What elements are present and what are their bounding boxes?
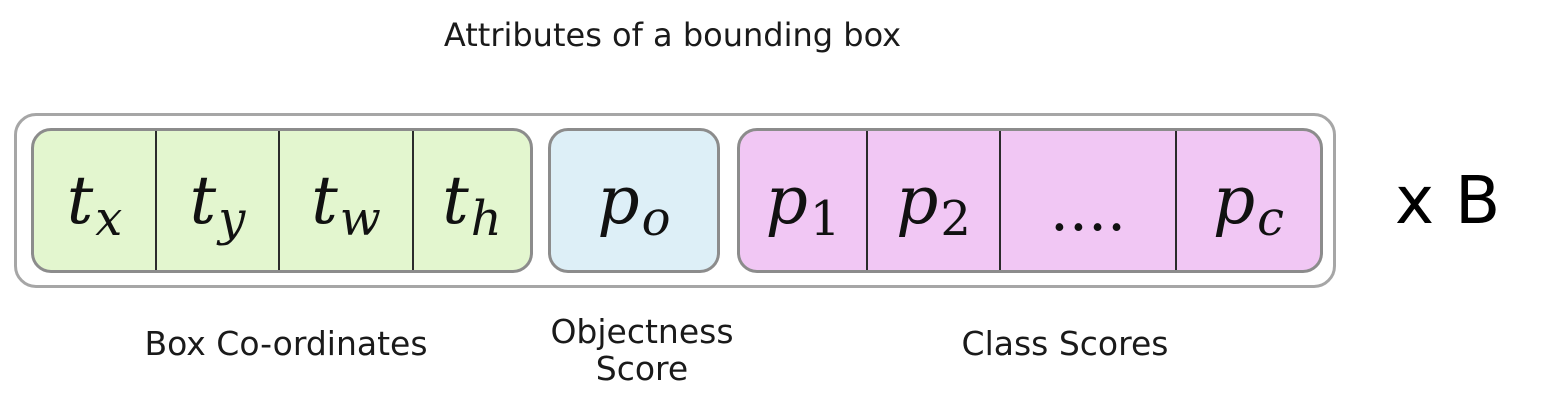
po-base: p [597,162,640,239]
pc-subscript: c [1257,190,1285,247]
tw-base: t [311,162,338,239]
ellipsis-text: .... [1049,174,1127,245]
th-subscript: h [470,190,502,247]
class-scores-label: Class Scores [961,324,1169,363]
p2-base: p [896,162,939,239]
p2-subscript: 2 [940,190,971,247]
ty-subscript: y [218,190,246,247]
ellipsis-cell: .... [999,131,1175,270]
th-base: t [442,162,469,239]
tx-base: t [66,162,94,239]
p1-base: p [765,162,808,239]
tx-subscript: x [95,190,123,247]
diagram-title: Attributes of a bounding box [443,16,902,54]
objectness-score-label: Objectness Score [512,312,772,388]
po-subscript: o [641,190,671,247]
ty-base: t [189,162,217,239]
tw-subscript: w [339,190,381,247]
p1-subscript: 1 [809,190,841,247]
multiplier-label: x B [1395,162,1501,239]
objectness-label-line1: Objectness [550,312,734,351]
objectness-label-line2: Score [595,348,689,388]
box-coordinates-label: Box Co-ordinates [144,324,428,363]
pc-base: p [1212,162,1256,239]
